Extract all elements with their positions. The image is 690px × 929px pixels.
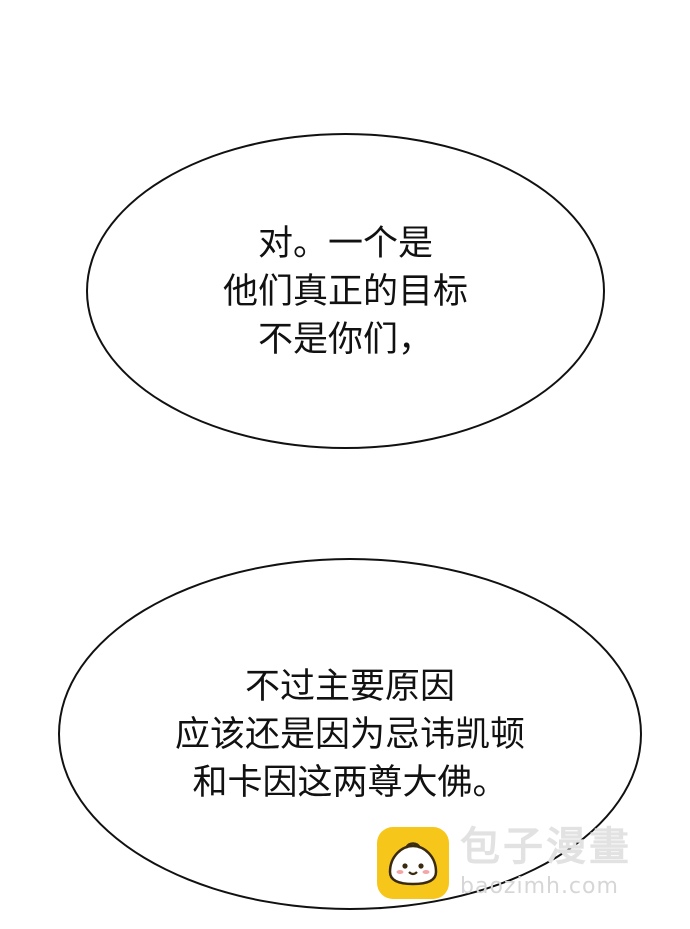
speech-line: 不是你们， <box>257 320 433 360</box>
speech-text-bottom: 不过主要原因 应该还是因为忌讳凯顿 和卡因这两尊大佛。 <box>60 663 640 807</box>
speech-line: 他们真正的目标 <box>222 272 468 312</box>
speech-bubble-bottom: 不过主要原因 应该还是因为忌讳凯顿 和卡因这两尊大佛。 <box>58 558 642 910</box>
speech-line: 应该还是因为忌讳凯顿 <box>174 715 525 755</box>
speech-line: 对。一个是 <box>257 224 433 264</box>
speech-text-top: 对。一个是 他们真正的目标 不是你们， <box>88 220 603 364</box>
steamed-bun-icon <box>377 827 449 899</box>
watermark: 包子漫畫 baozimh.com <box>376 824 666 900</box>
speech-line: 和卡因这两尊大佛。 <box>192 763 508 803</box>
speech-line: 不过主要原因 <box>244 667 455 707</box>
watermark-domain: baozimh.com <box>460 874 619 899</box>
speech-bubble-top: 对。一个是 他们真正的目标 不是你们， <box>86 133 605 449</box>
watermark-brand: 包子漫畫 <box>460 824 632 870</box>
